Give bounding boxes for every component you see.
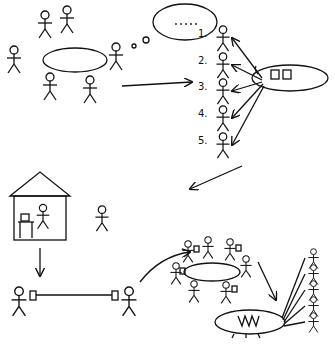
device [30, 291, 36, 300]
person [38, 11, 52, 38]
person [109, 43, 123, 70]
person [224, 239, 235, 261]
running-person [95, 206, 108, 231]
final-panel [215, 249, 319, 338]
send-line [232, 86, 264, 145]
person [202, 237, 213, 259]
send-line [283, 274, 305, 320]
roof [10, 172, 70, 196]
ship [215, 310, 285, 334]
call-panel [12, 252, 190, 316]
send-line [284, 306, 305, 324]
send-line [232, 65, 262, 80]
person [308, 313, 318, 333]
ship-window [283, 70, 291, 79]
paper [232, 286, 237, 292]
callout-number: 1. [198, 28, 208, 40]
thought-dot [132, 44, 136, 48]
person [7, 46, 21, 73]
broadcast-panel [190, 26, 328, 189]
person [43, 73, 57, 100]
person [188, 281, 199, 303]
callout-number: 5. [198, 135, 208, 147]
thought-bubble [153, 4, 217, 40]
ship-window [271, 70, 279, 79]
person [216, 53, 229, 78]
paper [236, 245, 241, 251]
flow-arrow [39, 248, 40, 276]
paper [180, 268, 185, 274]
link-line [36, 294, 112, 295]
computer [21, 214, 29, 221]
person [240, 256, 251, 278]
send-line [284, 322, 305, 326]
person [60, 6, 74, 33]
send-line [232, 84, 263, 118]
desk [31, 222, 32, 238]
device [112, 291, 118, 300]
thought-dot [143, 37, 149, 43]
callout-number: 2. [198, 55, 208, 67]
person [12, 287, 27, 316]
table [184, 263, 240, 281]
person [83, 76, 97, 103]
person [308, 265, 318, 285]
person [308, 249, 318, 269]
person [308, 281, 318, 301]
house-panel [10, 172, 109, 276]
person [216, 106, 229, 131]
meeting-panel [7, 4, 217, 103]
ship-legs [232, 334, 260, 338]
table [43, 48, 107, 72]
scribble [238, 316, 259, 326]
flow-arrow [190, 166, 242, 189]
person [216, 133, 229, 158]
callout-number: 4. [198, 108, 208, 120]
paper [194, 246, 199, 252]
flow-arrow [122, 82, 192, 86]
person [122, 287, 137, 316]
person [182, 241, 193, 263]
person [308, 297, 318, 317]
person [216, 79, 229, 104]
flow-arrow [258, 262, 276, 300]
bubble-dots [175, 23, 197, 25]
person [216, 26, 229, 51]
group-panel [170, 237, 276, 304]
callout-number: 3. [198, 81, 208, 93]
send-line [284, 290, 305, 322]
flow-arrow [140, 252, 190, 282]
desk [19, 222, 20, 238]
house-wall [14, 196, 66, 240]
person [37, 204, 50, 228]
person [220, 282, 231, 304]
